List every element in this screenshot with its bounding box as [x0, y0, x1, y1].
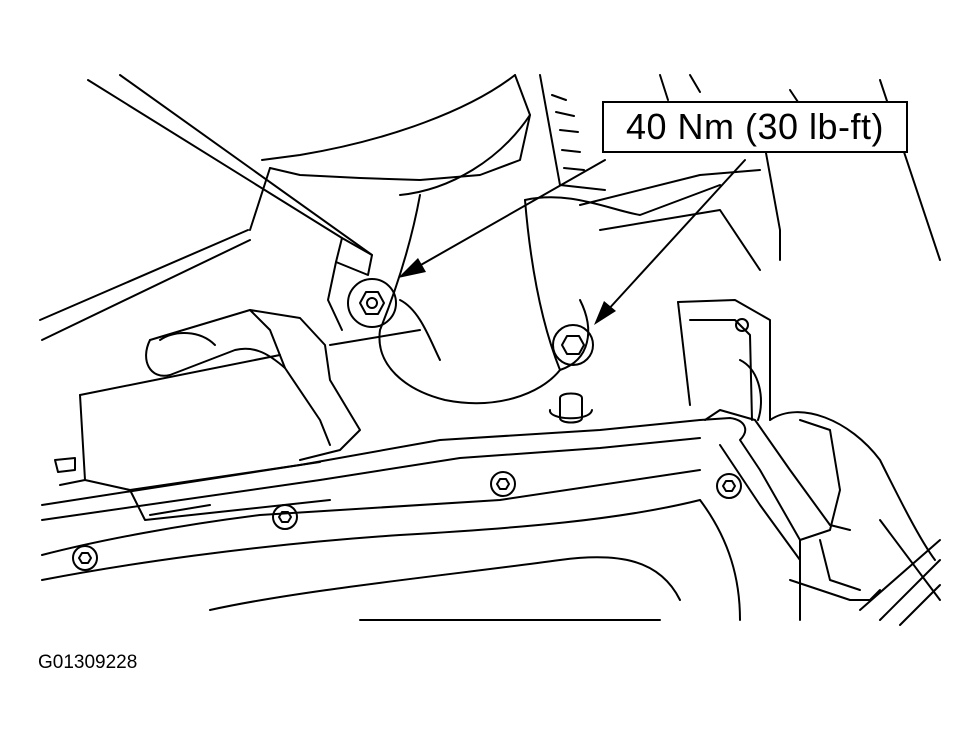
- lower-flange: [42, 410, 850, 620]
- figure-id-label: G01309228: [38, 652, 138, 673]
- callout-leaders: [398, 160, 745, 325]
- flange-bolts: [73, 472, 741, 570]
- bolt-right: [553, 325, 593, 365]
- pry-rod: [88, 75, 372, 330]
- module-box: [55, 355, 330, 520]
- torque-callout-label: 40 Nm (30 lb-ft): [602, 101, 908, 153]
- elbow-pipe: [379, 170, 760, 403]
- bolt-left: [348, 279, 396, 327]
- right-bracket: [678, 300, 940, 625]
- stud: [550, 394, 592, 423]
